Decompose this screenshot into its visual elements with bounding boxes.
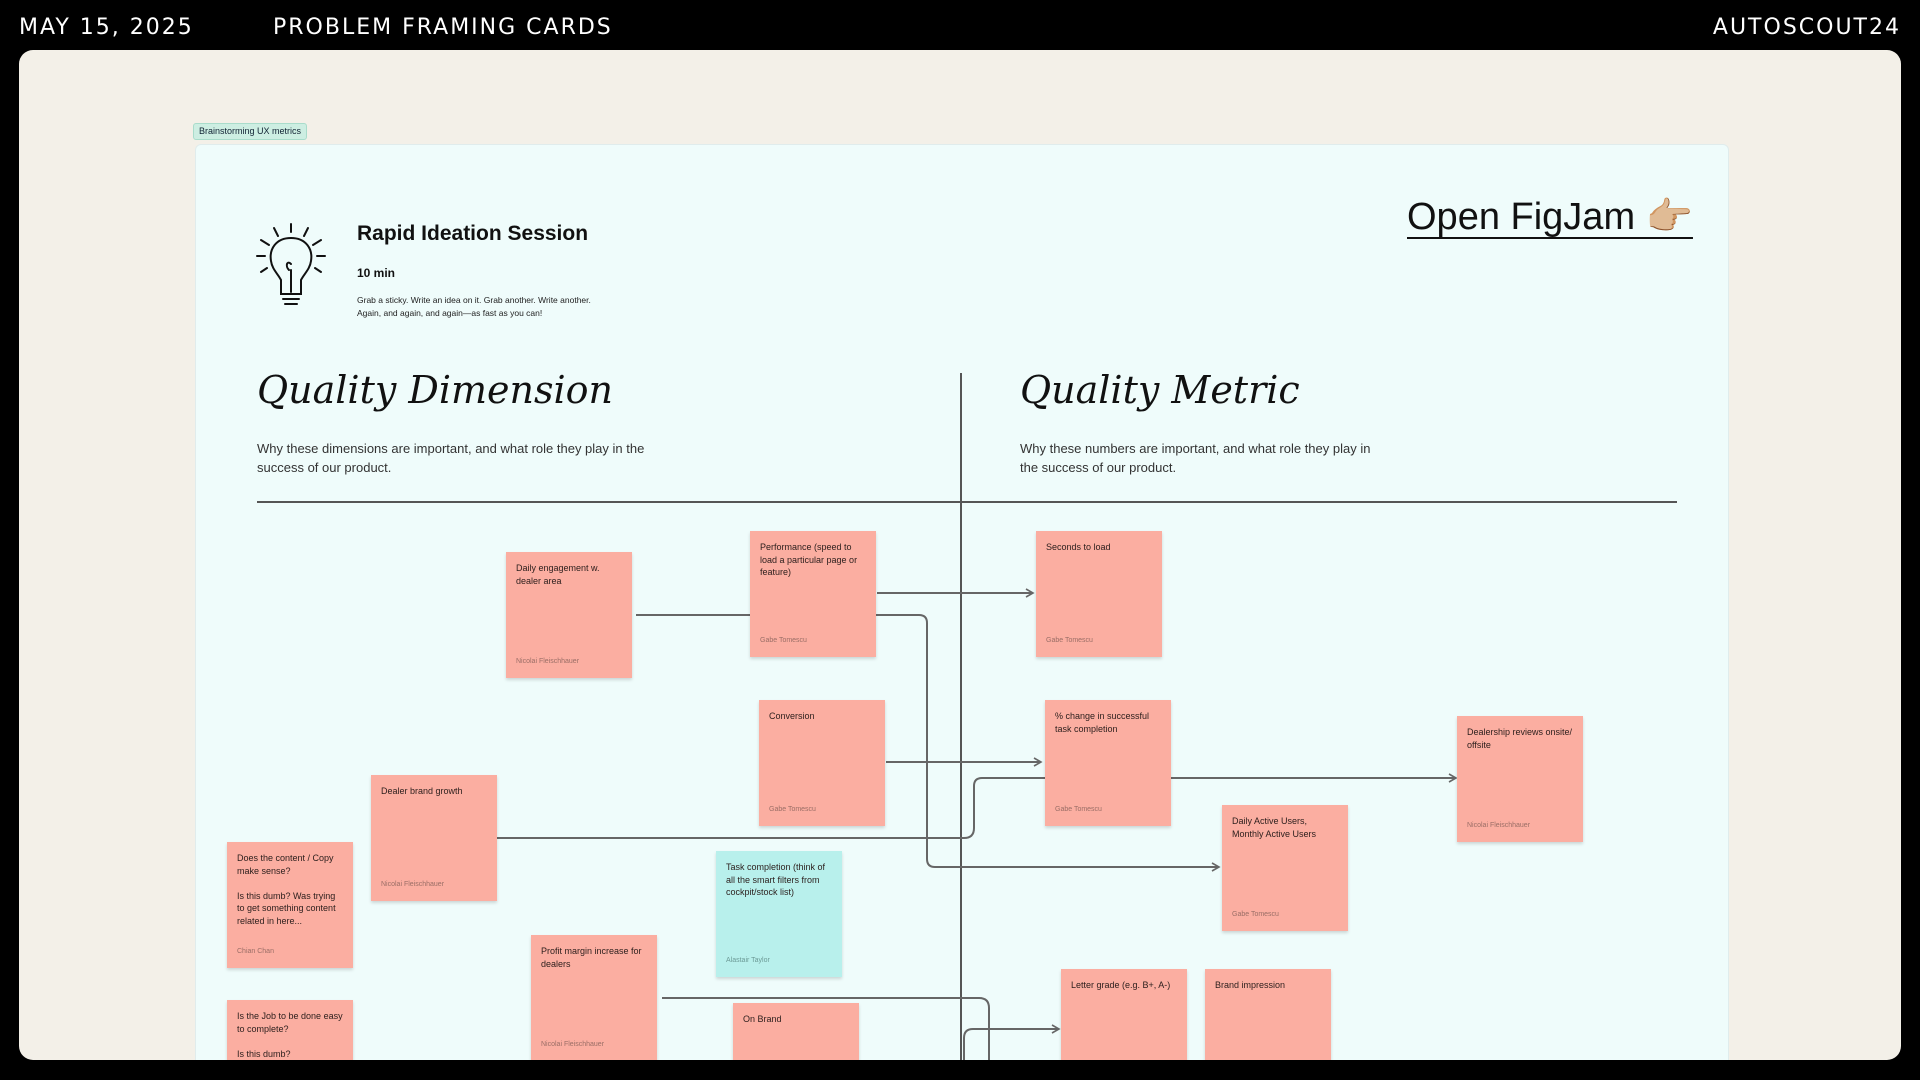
open-figjam-link[interactable]: Open FigJam 👉🏼 bbox=[1407, 196, 1693, 238]
sticky-text: Task completion (think of all the smart … bbox=[726, 862, 826, 897]
quality-dimension-desc: Why these dimensions are important, and … bbox=[257, 441, 645, 475]
sticky-author: Gabe Tomescu bbox=[1046, 636, 1093, 644]
sticky-text: Dealership reviews onsite/ offsite bbox=[1467, 727, 1573, 750]
sticky-text: Seconds to load bbox=[1046, 542, 1111, 552]
top-bar: MAY 15, 2025 PROBLEM FRAMING CARDS AUTOS… bbox=[0, 0, 1920, 50]
session-title: Rapid Ideation Session bbox=[357, 222, 589, 245]
sticky-text: Dealer brand growth bbox=[381, 786, 463, 796]
quality-metric-heading: Quality Metric bbox=[1020, 368, 1300, 412]
slide-panel: Brainstorming UX metrics Rapid Ideation … bbox=[19, 50, 1901, 1060]
sticky-text: Is the Job to be done easy to complete? … bbox=[237, 1011, 343, 1059]
sticky-note[interactable]: Task completion (think of all the smart … bbox=[716, 851, 842, 977]
header-title: PROBLEM FRAMING CARDS bbox=[273, 15, 613, 40]
sticky-note[interactable]: On Brand bbox=[733, 1003, 859, 1060]
sticky-author: Gabe Tomescu bbox=[1055, 805, 1102, 813]
quality-metric-desc: Why these numbers are important, and wha… bbox=[1020, 441, 1371, 475]
sticky-author: Alastair Taylor bbox=[726, 956, 770, 964]
sticky-author: Gabe Tomescu bbox=[1232, 910, 1279, 918]
session-instructions: Grab a sticky. Write an idea on it. Grab… bbox=[357, 295, 591, 318]
sticky-author: Nicolai Fleischhauer bbox=[541, 1040, 605, 1048]
sticky-text: Profit margin increase for dealers bbox=[541, 946, 642, 969]
sticky-author: Nicolai Fleischhauer bbox=[516, 657, 580, 665]
sticky-author: Gabe Tomescu bbox=[769, 805, 816, 813]
sticky-author: Chian Chan bbox=[237, 947, 274, 955]
connector-lines bbox=[489, 588, 1458, 1060]
sticky-text: Performance (speed to load a particular … bbox=[760, 542, 858, 577]
sticky-text: Daily Active Users, Monthly Active Users bbox=[1232, 816, 1317, 839]
sticky-author: Gabe Tomescu bbox=[760, 636, 807, 644]
sticky-note[interactable]: Performance (speed to load a particular … bbox=[750, 531, 876, 657]
sticky-note[interactable]: Brand impression bbox=[1205, 969, 1331, 1060]
sticky-text: % change in successful task completion bbox=[1055, 711, 1150, 734]
sticky-author: Nicolai Fleischhauer bbox=[381, 880, 445, 888]
sticky-text: Letter grade (e.g. B+, A-) bbox=[1071, 980, 1171, 990]
header-date: MAY 15, 2025 bbox=[19, 15, 194, 40]
lightbulb-icon bbox=[256, 223, 326, 305]
figjam-section[interactable] bbox=[195, 144, 1729, 1060]
session-duration: 10 min bbox=[357, 266, 396, 280]
sticky-text: On Brand bbox=[743, 1014, 782, 1024]
sticky-note[interactable]: Does the content / Copy make sense? Is t… bbox=[227, 842, 353, 968]
column-divider bbox=[960, 373, 962, 1060]
sticky-text: Conversion bbox=[769, 711, 815, 721]
sticky-note[interactable]: Is the Job to be done easy to complete? … bbox=[227, 1000, 353, 1060]
sticky-text: Does the content / Copy make sense? Is t… bbox=[237, 853, 336, 926]
sticky-text: Brand impression bbox=[1215, 980, 1286, 990]
header-brand: AUTOSCOUT24 bbox=[1712, 15, 1901, 40]
sticky-note[interactable]: Letter grade (e.g. B+, A-) bbox=[1061, 969, 1187, 1060]
quality-dimension-heading: Quality Dimension bbox=[257, 368, 614, 412]
sticky-note[interactable]: Daily Active Users, Monthly Active Users… bbox=[1222, 805, 1348, 931]
header-divider bbox=[257, 501, 1677, 503]
sticky-author: Nicolai Fleischhauer bbox=[1467, 821, 1531, 829]
sticky-text: Daily engagement w. dealer area bbox=[516, 563, 600, 586]
section-tag[interactable]: Brainstorming UX metrics bbox=[193, 123, 308, 140]
